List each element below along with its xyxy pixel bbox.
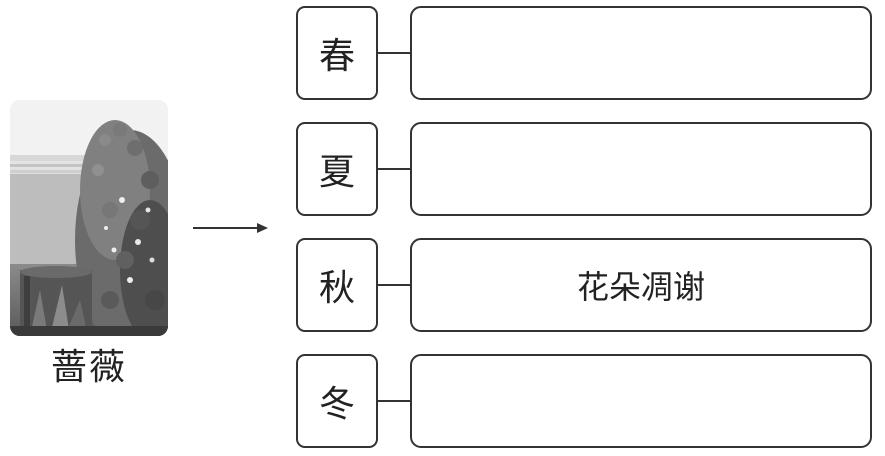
answer-box-spring[interactable] <box>410 6 872 100</box>
season-box-spring: 春 <box>296 6 378 100</box>
answer-box-summer[interactable] <box>410 122 872 216</box>
rose-bush-illustration <box>10 100 168 336</box>
connector-line-winter <box>378 400 410 402</box>
answer-box-autumn[interactable]: 花朵凋谢 <box>410 238 872 332</box>
season-label-autumn: 秋 <box>318 268 355 309</box>
right-arrow-icon <box>193 223 268 233</box>
season-label-winter: 冬 <box>318 384 355 425</box>
plant-name-label: 蔷薇 <box>50 347 127 388</box>
season-label-spring: 春 <box>318 36 355 77</box>
connector-line-spring <box>378 52 410 54</box>
season-box-summer: 夏 <box>296 122 378 216</box>
connector-line-autumn <box>378 284 410 286</box>
answer-box-winter[interactable] <box>410 354 872 448</box>
season-label-summer: 夏 <box>318 152 355 193</box>
connector-line-summer <box>378 168 410 170</box>
season-box-autumn: 秋 <box>296 238 378 332</box>
answer-text-autumn: 花朵凋谢 <box>576 268 705 306</box>
season-box-winter: 冬 <box>296 354 378 448</box>
rose-plant-photo <box>10 100 168 336</box>
